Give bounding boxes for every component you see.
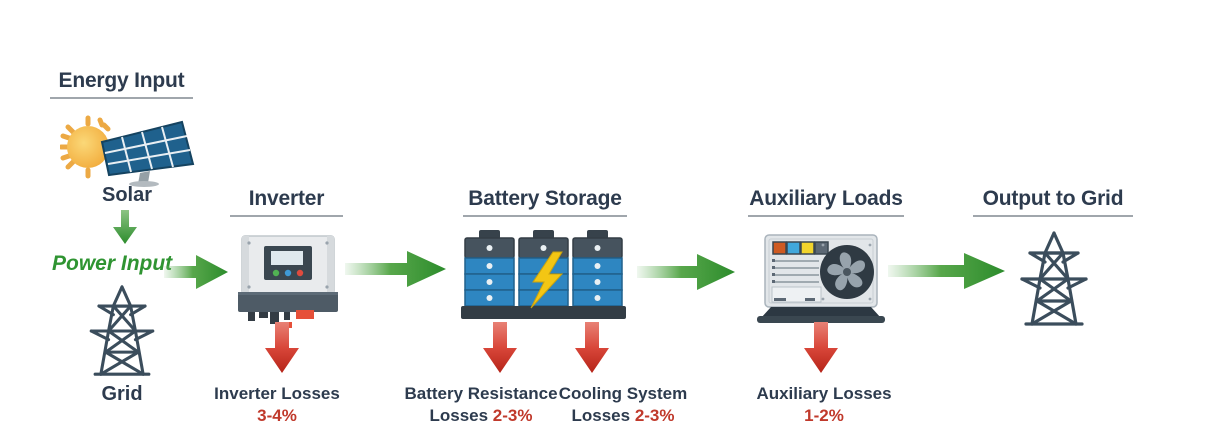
auxiliary-loads-heading: Auxiliary Loads [748, 186, 904, 217]
solar-panel-icon [60, 115, 195, 187]
loss-name: Inverter Losses [214, 384, 340, 403]
loss-name: Auxiliary Losses [756, 384, 892, 403]
auxiliary-loads-icon [757, 234, 885, 323]
solar-to-power-down-arrow-icon [113, 210, 137, 244]
loss-value-line: Losses 2-3% [429, 406, 533, 423]
solar-label: Solar [101, 184, 153, 206]
auxiliary-losses-label: Auxiliary Losses 1-2% [756, 383, 891, 423]
output-to-grid-heading: Output to Grid [973, 186, 1133, 217]
loss-percent: 2-3% [634, 406, 675, 423]
loss-percent: 2-3% [492, 406, 533, 423]
auxiliary-to-output-arrow-icon [888, 253, 1005, 289]
power-input-arrow-icon [164, 255, 228, 289]
battery-to-auxiliary-arrow-icon [637, 254, 735, 290]
inverter-to-battery-arrow-icon [345, 251, 446, 287]
loss-percent: 3-4% [257, 406, 297, 423]
power-input-label: Power Input [52, 252, 173, 275]
energy-input-heading: Energy Input [50, 68, 193, 99]
inverter-losses-label: Inverter Losses 3-4% [214, 383, 340, 423]
battery-storage-heading: Battery Storage [463, 186, 627, 217]
inverter-loss-down-arrow-icon [265, 322, 299, 373]
grid-tower-icon [82, 283, 162, 379]
loss-value-line: 3-4% [214, 405, 340, 423]
loss-value-line: 1-2% [756, 405, 891, 423]
battery-resistance-losses-label: Battery Resistance Losses 2-3% [404, 383, 557, 423]
auxiliary-loss-down-arrow-icon [804, 322, 838, 373]
loss-name: Battery Resistance [404, 384, 558, 403]
output-grid-tower-icon [1014, 228, 1094, 330]
battery-storage-icon [461, 230, 626, 319]
loss-name: Cooling System [558, 384, 688, 403]
cooling-system-loss-down-arrow-icon [575, 322, 609, 373]
inverter-heading: Inverter [230, 186, 343, 217]
inverter-icon [238, 235, 338, 328]
loss-value-line: Losses 2-3% [571, 406, 675, 423]
battery-resistance-loss-down-arrow-icon [483, 322, 517, 373]
cooling-system-losses-label: Cooling System Losses 2-3% [559, 383, 687, 423]
loss-percent: 1-2% [804, 406, 844, 423]
grid-label: Grid [101, 383, 143, 405]
